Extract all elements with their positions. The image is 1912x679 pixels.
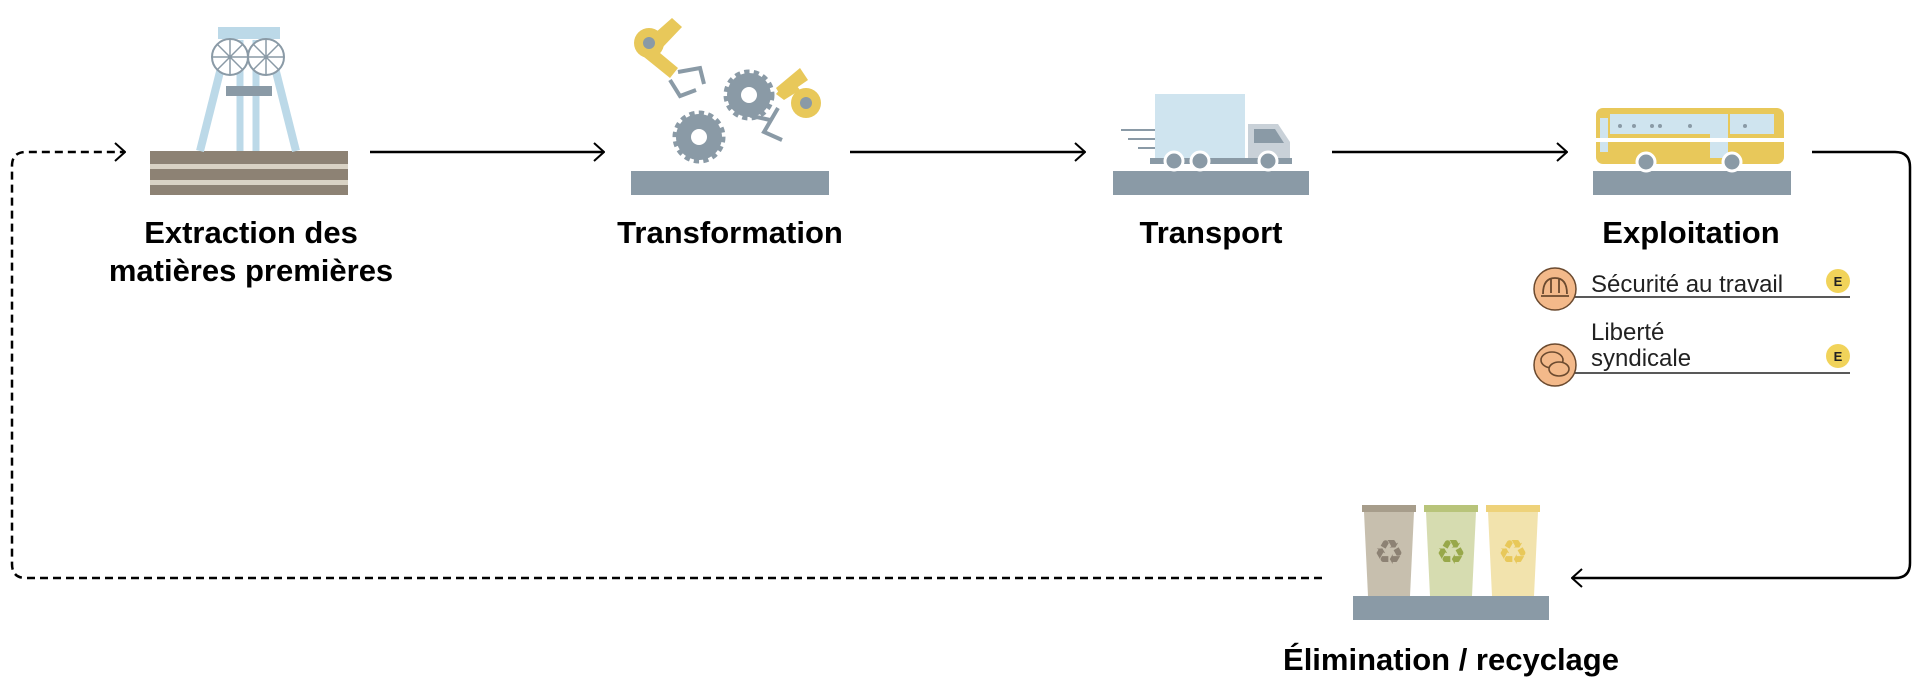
hard-hat-icon (1533, 267, 1577, 311)
stage-label-elimination: Élimination / recyclage (1283, 642, 1619, 677)
risk-item-safety: E (1533, 267, 1850, 311)
risk-item-union-freedom: E (1533, 343, 1850, 387)
stage-label-transport: Transport (1139, 215, 1283, 250)
badge-e-safety (1826, 269, 1850, 293)
stage-label-extraction-line1: Extraction des (144, 215, 358, 250)
risk-label-safety: Sécurité au travail (1591, 271, 1784, 298)
stage-label-extraction: Extraction des matières premières (86, 214, 416, 290)
svg-text:♻: ♻ (1498, 533, 1528, 573)
risk-label-union-line1: Liberté (1591, 319, 1665, 346)
svg-text:E: E (1834, 349, 1843, 364)
stage-label-extraction-line2: matières premières (108, 253, 394, 288)
risk-label-union-line2: syndicale (1591, 345, 1692, 372)
bus-icon (1593, 108, 1791, 195)
svg-text:♻: ♻ (1436, 533, 1466, 573)
mine-headframe-icon (150, 27, 348, 195)
svg-text:♻: ♻ (1374, 533, 1404, 573)
robot-gears-icon (631, 18, 829, 195)
svg-text:E: E (1834, 274, 1843, 289)
truck-icon (1113, 94, 1309, 195)
stage-label-exploitation: Exploitation (1602, 215, 1780, 250)
stage-label-transformation: Transformation (617, 215, 843, 250)
arrow-exploitation-to-elimination (1572, 150, 1912, 578)
recycling-bins-icon: ♻ ♻ ♻ (1353, 505, 1549, 620)
badge-e-union (1826, 344, 1850, 368)
dashed-loop-arrow (10, 152, 1322, 580)
risk-label-union-freedom: Liberté syndicale (1591, 320, 1691, 372)
